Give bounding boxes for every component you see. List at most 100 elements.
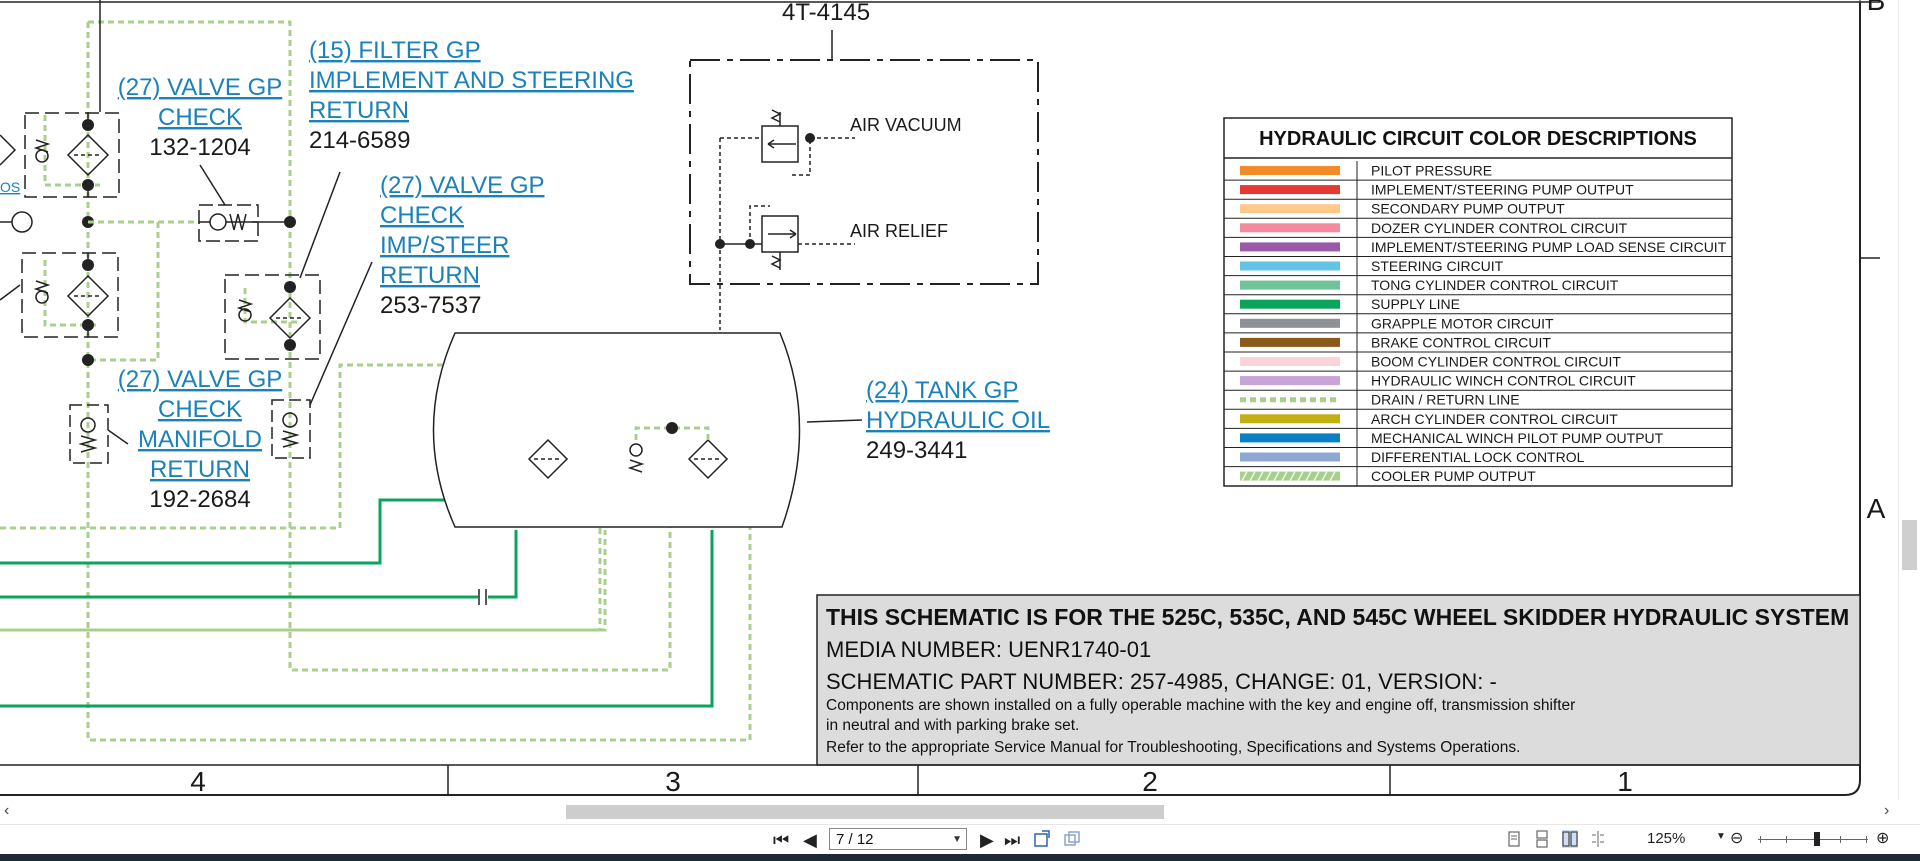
svg-text:CHECK: CHECK (158, 104, 242, 131)
legend-label: BRAKE CONTROL CIRCUIT (1371, 334, 1551, 350)
page-number-input[interactable]: 7 / 12 ▼ (829, 828, 967, 850)
legend-swatch (1240, 242, 1340, 252)
horizontal-scroll-thumb[interactable] (566, 805, 1164, 819)
svg-text:RETURN: RETURN (309, 97, 409, 124)
legend-label: SUPPLY LINE (1371, 296, 1460, 312)
continuous-view-icon[interactable] (1534, 830, 1550, 848)
svg-text:IMP/STEER: IMP/STEER (380, 232, 509, 259)
first-page-icon[interactable]: ⏮ (773, 830, 790, 850)
edge-callout-link[interactable]: OS (0, 179, 20, 195)
legend-label: STEERING CIRCUIT (1371, 258, 1504, 274)
breather-group (689, 30, 1039, 330)
legend-row: GRAPPLE MOTOR CIRCUIT (1224, 315, 1732, 334)
legend-swatch (1240, 185, 1340, 195)
export-page-icon[interactable] (1034, 830, 1050, 848)
zoom-out-icon[interactable]: ⊖ (1730, 830, 1744, 847)
title-block-title: THIS SCHEMATIC IS FOR THE 525C, 535C, AN… (826, 604, 1849, 630)
svg-text:253-7537: 253-7537 (380, 292, 481, 319)
svg-text:MANIFOLD: MANIFOLD (138, 426, 262, 453)
horizontal-scrollbar[interactable]: ‹ › (0, 800, 1920, 824)
vertical-scrollbar[interactable] (1898, 0, 1920, 800)
svg-text:(27) VALVE GP: (27) VALVE GP (380, 172, 545, 199)
zone-2: 2 (1142, 766, 1158, 797)
legend-row: MECHANICAL WINCH PILOT PUMP OUTPUT (1224, 430, 1732, 448)
legend-row: SECONDARY PUMP OUTPUT (1224, 201, 1732, 219)
zoom-slider-thumb[interactable] (1814, 832, 1820, 846)
two-page-view-icon[interactable] (1562, 830, 1578, 848)
legend-row: STEERING CIRCUIT (1224, 258, 1732, 277)
next-page-icon[interactable]: ▶ (980, 830, 994, 850)
legend-swatch (1240, 357, 1340, 366)
prev-page-icon[interactable]: ◀ (803, 830, 817, 850)
legend-swatch (1240, 337, 1340, 347)
check-valve-192-2684 (69, 404, 129, 464)
zoom-slider-track[interactable] (1758, 839, 1868, 840)
callout-tank-249-3441[interactable]: (24) TANK GP HYDRAULIC OIL 249-3441 (866, 377, 1050, 464)
legend-row: IMPLEMENT/STEERING PUMP LOAD SENSE CIRCU… (1224, 239, 1732, 257)
check-valve-253-7537 (271, 261, 373, 459)
os-taskbar-strip (0, 854, 1920, 861)
svg-text:249-3441: 249-3441 (866, 437, 967, 464)
single-page-view-icon[interactable] (1506, 830, 1522, 848)
vertical-scroll-thumb[interactable] (1902, 520, 1917, 570)
legend-swatch (1240, 318, 1340, 328)
legend-swatch (1240, 204, 1340, 214)
last-page-icon[interactable]: ⏭ (1004, 830, 1021, 850)
legend-swatch (1240, 299, 1340, 309)
legend-label: SECONDARY PUMP OUTPUT (1371, 201, 1565, 217)
title-block: THIS SCHEMATIC IS FOR THE 525C, 535C, AN… (816, 594, 1861, 766)
callout-valve-check-132-1204[interactable]: (27) VALVE GP CHECK 132-1204 (118, 74, 283, 161)
filter-214-6589 (224, 171, 341, 360)
svg-text:214-6589: 214-6589 (309, 127, 410, 154)
legend-label: GRAPPLE MOTOR CIRCUIT (1371, 315, 1554, 331)
zone-4: 4 (190, 766, 206, 797)
viewer-toolbar: ⏮ ◀ 7 / 12 ▼ ▶ ⏭ 125% ▼ ⊖ ⊕ (0, 824, 1920, 855)
copy-page-icon[interactable] (1064, 830, 1080, 848)
chevron-down-icon[interactable]: ▼ (952, 834, 962, 845)
legend-label: TONG CYLINDER CONTROL CIRCUIT (1371, 277, 1619, 293)
air-relief-label: AIR RELIEF (850, 221, 948, 241)
callout-valve-check-192-2684[interactable]: (27) VALVE GP CHECK MANIFOLD RETURN 192-… (118, 366, 283, 513)
zoom-dropdown-icon[interactable]: ▼ (1716, 831, 1726, 842)
check-valve-132-1204 (198, 164, 290, 242)
legend-row: SUPPLY LINE (1224, 296, 1732, 315)
svg-text:CHECK: CHECK (158, 396, 242, 423)
breather-part-number: 4T-4145 (782, 0, 870, 26)
legend-row: BOOM CYLINDER CONTROL CIRCUIT (1224, 354, 1732, 372)
legend-swatch (1240, 166, 1340, 175)
callout-filter-214-6589[interactable]: (15) FILTER GP IMPLEMENT AND STEERING RE… (309, 37, 634, 154)
check-valve-group-left (0, 0, 120, 338)
zoom-in-icon[interactable]: ⊕ (1876, 830, 1890, 847)
legend-title: HYDRAULIC CIRCUIT COLOR DESCRIPTIONS (1259, 128, 1697, 150)
zone-1: 1 (1617, 766, 1633, 797)
scroll-left-icon[interactable]: ‹ (4, 802, 10, 819)
svg-text:RETURN: RETURN (380, 262, 480, 289)
legend-label: HYDRAULIC WINCH CONTROL CIRCUIT (1371, 373, 1636, 389)
svg-text:(15) FILTER GP: (15) FILTER GP (309, 37, 481, 64)
svg-text:(27) VALVE GP: (27) VALVE GP (118, 74, 283, 101)
svg-text:CHECK: CHECK (380, 202, 464, 229)
legend-swatch (1240, 471, 1340, 481)
legend-label: IMPLEMENT/STEERING PUMP LOAD SENSE CIRCU… (1371, 239, 1727, 255)
title-block-note-1: Components are shown installed on a full… (826, 697, 1575, 714)
zoom-level[interactable]: 125% (1647, 830, 1686, 847)
legend-row: ARCH CYLINDER CONTROL CIRCUIT (1224, 411, 1732, 429)
title-block-note-2: in neutral and with parking brake set. (826, 717, 1079, 734)
scroll-right-icon[interactable]: › (1884, 802, 1890, 819)
legend-label: MECHANICAL WINCH PILOT PUMP OUTPUT (1371, 430, 1664, 446)
junction-dots-left (82, 119, 296, 366)
legend-row: DIFFERENTIAL LOCK CONTROL (1224, 449, 1732, 468)
legend-row: PILOT PRESSURE (1224, 163, 1732, 181)
title-block-part: SCHEMATIC PART NUMBER: 257-4985, CHANGE:… (826, 669, 1497, 694)
svg-text:(27) VALVE GP: (27) VALVE GP (118, 366, 283, 393)
legend-row: DRAIN / RETURN LINE (1224, 392, 1732, 410)
two-page-continuous-icon[interactable] (1590, 830, 1606, 848)
svg-text:HYDRAULIC OIL: HYDRAULIC OIL (866, 407, 1050, 434)
legend-swatch (1240, 414, 1340, 424)
legend-label: BOOM CYLINDER CONTROL CIRCUIT (1371, 354, 1621, 370)
callout-valve-check-253-7537[interactable]: (27) VALVE GP CHECK IMP/STEER RETURN 253… (380, 172, 545, 319)
legend-row: BRAKE CONTROL CIRCUIT (1224, 334, 1732, 353)
title-block-note-3: Refer to the appropriate Service Manual … (826, 739, 1520, 756)
